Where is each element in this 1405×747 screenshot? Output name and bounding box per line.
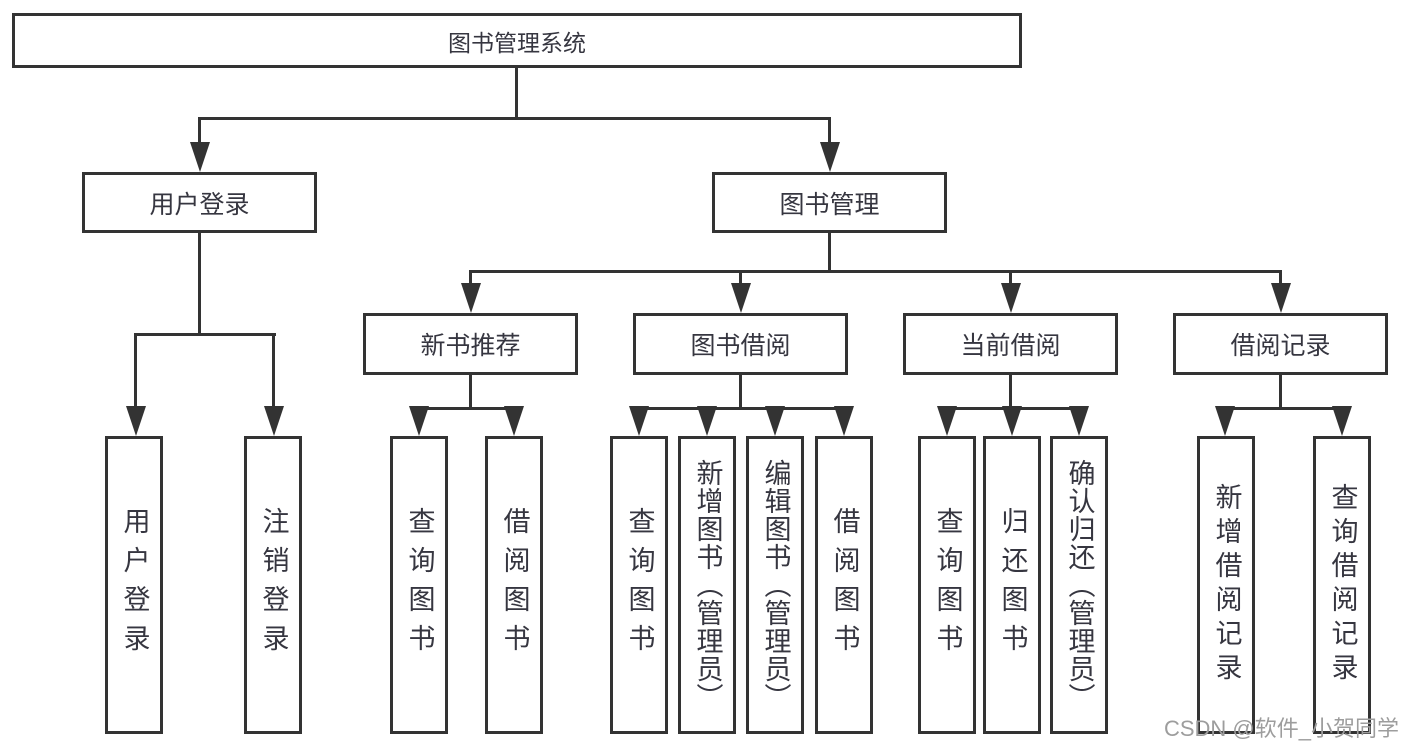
- leaf-query-borrow-record: 查询借阅记录: [1313, 436, 1371, 734]
- connector-line: [272, 333, 275, 409]
- node-label: 借阅图书: [829, 507, 860, 663]
- node-book-borrowing: 图书借阅: [633, 313, 848, 375]
- node-label: 借阅记录: [1230, 332, 1331, 360]
- arrowhead-icon: [264, 406, 284, 436]
- connector-line: [417, 407, 517, 410]
- connector-line: [134, 333, 137, 409]
- node-label: 新书推荐: [420, 332, 521, 360]
- connector-line: [739, 270, 742, 288]
- arrowhead-icon: [834, 406, 854, 436]
- connector-line: [469, 375, 472, 410]
- arrowhead-icon: [1001, 283, 1021, 313]
- node-label: 用户登录: [149, 190, 250, 219]
- node-label: 编辑图书（管理员）: [760, 459, 791, 711]
- connector-line: [198, 117, 201, 147]
- arrowhead-icon: [629, 406, 649, 436]
- node-label: 用户登录: [119, 507, 150, 663]
- leaf-add-books-admin: 新增图书（管理员）: [678, 436, 736, 734]
- connector-line: [1009, 270, 1012, 288]
- arrowhead-icon: [1271, 283, 1291, 313]
- arrowhead-icon: [190, 142, 210, 172]
- node-user-login-module: 用户登录: [82, 172, 317, 233]
- node-label: 确认归还（管理员）: [1064, 459, 1095, 711]
- arrowhead-icon: [731, 283, 751, 313]
- leaf-query-books-current: 查询图书: [918, 436, 976, 734]
- leaf-query-books-recommend: 查询图书: [390, 436, 448, 734]
- leaf-query-books-borrow: 查询图书: [610, 436, 668, 734]
- arrowhead-icon: [1069, 406, 1089, 436]
- leaf-borrow-books: 借阅图书: [815, 436, 873, 734]
- connector-line: [198, 233, 201, 336]
- connector-line: [1279, 375, 1282, 410]
- node-label: 注销登录: [258, 507, 289, 663]
- node-label: 新增借阅记录: [1211, 483, 1242, 687]
- arrowhead-icon: [504, 406, 524, 436]
- arrowhead-icon: [697, 406, 717, 436]
- leaf-add-borrow-record: 新增借阅记录: [1197, 436, 1255, 734]
- arrowhead-icon: [1332, 406, 1352, 436]
- leaf-user-login: 用户登录: [105, 436, 163, 734]
- csdn-watermark: CSDN @软件_小贺同学: [1163, 716, 1399, 741]
- arrowhead-icon: [409, 406, 429, 436]
- connector-line: [469, 270, 472, 288]
- node-label: 图书管理系统: [448, 29, 586, 56]
- node-library-management-system: 图书管理系统: [12, 13, 1022, 68]
- node-borrowing-records: 借阅记录: [1173, 313, 1388, 375]
- node-new-book-recommendation: 新书推荐: [363, 313, 578, 375]
- leaf-borrow-books-recommend: 借阅图书: [485, 436, 543, 734]
- connector-line: [469, 270, 1282, 273]
- node-label: 借阅图书: [499, 507, 530, 663]
- connector-line: [828, 117, 831, 147]
- leaf-logout: 注销登录: [244, 436, 302, 734]
- node-label: 查询图书: [404, 507, 435, 663]
- arrowhead-icon: [461, 283, 481, 313]
- leaf-return-books: 归还图书: [983, 436, 1041, 734]
- leaf-confirm-return-admin: 确认归还（管理员）: [1050, 436, 1108, 734]
- node-book-management-module: 图书管理: [712, 172, 947, 233]
- arrowhead-icon: [820, 142, 840, 172]
- connector-line: [515, 68, 518, 119]
- node-current-borrowing: 当前借阅: [903, 313, 1118, 375]
- connector-line: [637, 407, 846, 410]
- node-label: 新增图书（管理员）: [692, 459, 723, 711]
- arrowhead-icon: [1215, 406, 1235, 436]
- connector-line: [198, 117, 831, 120]
- node-label: 查询图书: [624, 507, 655, 663]
- node-label: 归还图书: [997, 507, 1028, 663]
- node-label: 查询图书: [932, 507, 963, 663]
- connector-line: [1224, 407, 1344, 410]
- arrowhead-icon: [937, 406, 957, 436]
- connector-line: [1009, 375, 1012, 410]
- leaf-edit-books-admin: 编辑图书（管理员）: [746, 436, 804, 734]
- node-label: 图书管理: [779, 190, 880, 219]
- connector-line: [828, 233, 831, 273]
- arrowhead-icon: [1002, 406, 1022, 436]
- node-label: 当前借阅: [960, 332, 1061, 360]
- connector-line: [739, 375, 742, 410]
- arrowhead-icon: [765, 406, 785, 436]
- connector-line: [1279, 270, 1282, 288]
- node-label: 图书借阅: [690, 332, 791, 360]
- connector-line: [134, 333, 276, 336]
- node-label: 查询借阅记录: [1327, 483, 1358, 687]
- arrowhead-icon: [126, 406, 146, 436]
